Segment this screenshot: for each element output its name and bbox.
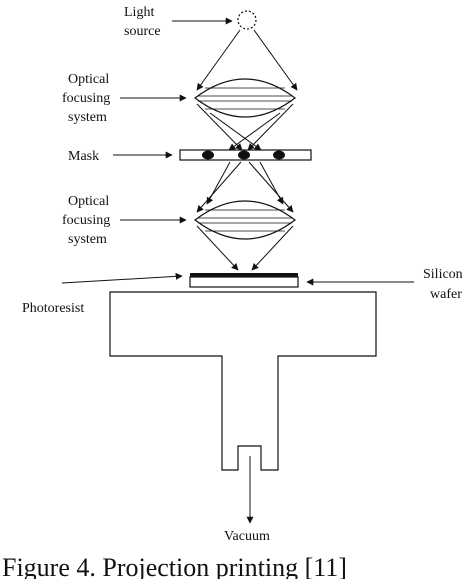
ray-lens1-mask xyxy=(247,103,294,151)
vacuum-label: Vacuum xyxy=(224,529,270,544)
silicon-wafer-label-line2: wafer xyxy=(430,287,462,302)
ray-lens1-mask xyxy=(228,112,281,151)
ray-lens2-wafer xyxy=(196,225,239,271)
photoresist-layer xyxy=(190,273,298,277)
ray-mask-lens2 xyxy=(196,161,242,213)
ray-source-left xyxy=(196,29,241,91)
light-source-label-line1: Light xyxy=(124,5,154,20)
silicon-wafer xyxy=(189,276,299,288)
silicon-wafer-label-line1: Silicon xyxy=(423,267,463,282)
ray-lens1-mask xyxy=(196,103,243,151)
optical-system-1-label-line1: Optical xyxy=(68,72,109,87)
photoresist-label: Photoresist xyxy=(22,301,84,316)
figure-caption: Figure 4. Projection printing [11] xyxy=(2,553,347,579)
mask-opaque-dot xyxy=(273,150,285,160)
ray-mask-lens2 xyxy=(259,161,284,205)
ray-source-right xyxy=(253,29,298,91)
ray-lens2-wafer xyxy=(251,225,294,271)
mask-label: Mask xyxy=(68,149,99,164)
optical-system-1-label-line3: system xyxy=(68,110,107,125)
ray-mask-lens2 xyxy=(206,161,231,205)
light-source-icon xyxy=(237,10,257,30)
mask-opaque-dot xyxy=(202,150,214,160)
optical-system-1-label-line2: focusing xyxy=(62,91,110,106)
light-source-label-line2: source xyxy=(124,24,161,39)
ray-lens1-mask xyxy=(209,112,262,151)
mask-opaque-dot xyxy=(238,150,250,160)
optical-system-2-label-line2: focusing xyxy=(62,213,110,228)
optical-system-2-label-line1: Optical xyxy=(68,194,109,209)
ray-mask-lens2 xyxy=(248,161,294,213)
optical-lens-2 xyxy=(194,200,296,240)
optical-system-2-label-line3: system xyxy=(68,232,107,247)
vacuum-chuck xyxy=(109,291,377,471)
optical-lens-1 xyxy=(194,78,296,118)
photoresist-pointer-line xyxy=(61,272,183,284)
